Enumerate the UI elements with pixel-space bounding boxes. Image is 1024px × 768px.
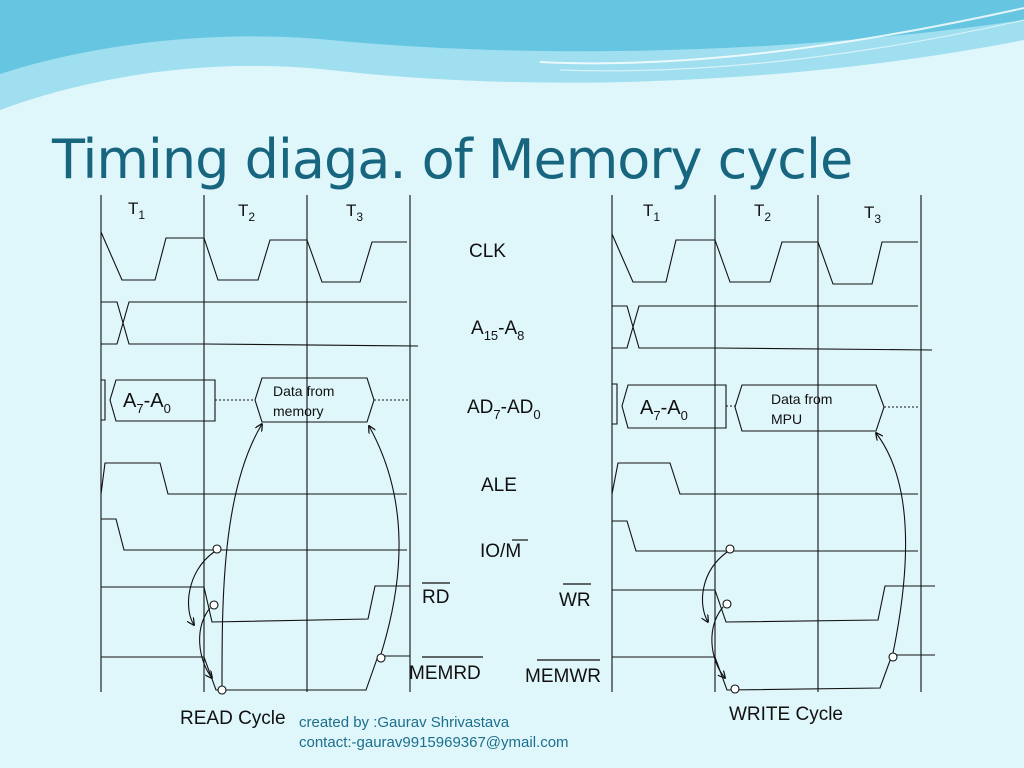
write-io-m-waveform: [612, 520, 918, 552]
write-causal-arrow: [702, 551, 728, 622]
page-title: Timing diaga. of Memory cycle: [52, 128, 853, 191]
write-data-label-line1: Data from: [771, 391, 832, 407]
signal-addr-high-label: A15-A8: [471, 318, 524, 343]
read-addr-high-waveform: [101, 301, 419, 347]
write-state-t1: T1: [643, 201, 660, 224]
credit-line-2: contact:-gaurav9915969367@ymail.com: [299, 734, 569, 751]
signal-memwr-label: MEMWR: [525, 666, 601, 687]
read-clk-waveform: [100, 231, 407, 283]
write-wr-waveform: [612, 585, 935, 623]
read-event-dot: [212, 544, 222, 554]
read-event-dot: [376, 653, 386, 663]
read-causal-arrow: [369, 426, 400, 655]
read-io-m-waveform: [101, 518, 407, 551]
signal-io-m-label: IO/M: [480, 541, 521, 562]
read-rd-waveform: [101, 585, 410, 623]
read-event-dot: [209, 600, 219, 610]
read-causal-arrow: [221, 424, 262, 687]
signal-rd-label: RD: [422, 587, 449, 608]
write-address-label: A7-A0: [640, 397, 688, 423]
write-event-dot: [722, 599, 732, 609]
write-ale-waveform: [611, 462, 918, 495]
read-memrd-waveform: [101, 655, 410, 691]
write-cycle-diagram: [611, 195, 935, 694]
signal-addr-data-label: AD7-AD0: [467, 397, 541, 422]
write-event-dot: [730, 684, 740, 694]
read-cycle-diagram: [100, 195, 419, 695]
credit-block: created by :Gaurav Shrivastava contact:-…: [299, 713, 569, 753]
write-addr-high-waveform: [612, 305, 933, 351]
credit-line-1: created by :Gaurav Shrivastava: [299, 714, 510, 731]
write-clk-waveform: [611, 233, 918, 285]
write-memwr-waveform: [612, 654, 935, 691]
write-labels: T1 T2 T3 A7-A0 Data from MPU WRITE Cycle: [640, 201, 881, 725]
write-event-dot: [888, 652, 898, 662]
write-cycle-caption: WRITE Cycle: [729, 704, 843, 725]
read-data-label-line1: Data from: [273, 383, 334, 399]
write-state-t2: T2: [754, 201, 771, 224]
write-data-label-line2: MPU: [771, 411, 802, 427]
header-wave-decoration: [0, 0, 1024, 110]
signal-ale-label: ALE: [481, 475, 517, 496]
read-causal-arrow: [199, 607, 212, 678]
read-state-t3: T3: [346, 201, 363, 224]
read-causal-arrow: [189, 551, 215, 625]
write-event-dot: [725, 544, 735, 554]
write-causal-arrow: [876, 433, 907, 654]
read-state-t2: T2: [238, 201, 255, 224]
read-labels: T1 T2 T3 A7-A0 Data from memory READ Cyc…: [123, 199, 363, 729]
signal-labels: CLK A15-A8 AD7-AD0 ALE IO/M RD WR MEMRD …: [409, 241, 601, 687]
read-state-t1: T1: [128, 199, 145, 222]
read-ad-bus-waveform: [101, 377, 408, 423]
signal-wr-label: WR: [559, 590, 591, 611]
read-ale-waveform: [100, 462, 407, 495]
read-cycle-caption: READ Cycle: [180, 708, 286, 729]
write-ad-bus-waveform: [612, 383, 918, 432]
read-data-label-line2: memory: [273, 403, 324, 419]
signal-clk-label: CLK: [469, 241, 506, 262]
read-address-label: A7-A0: [123, 390, 171, 416]
read-event-dot: [217, 685, 227, 695]
write-causal-arrow: [711, 606, 725, 678]
write-state-t3: T3: [864, 203, 881, 226]
signal-memrd-label: MEMRD: [409, 663, 481, 684]
